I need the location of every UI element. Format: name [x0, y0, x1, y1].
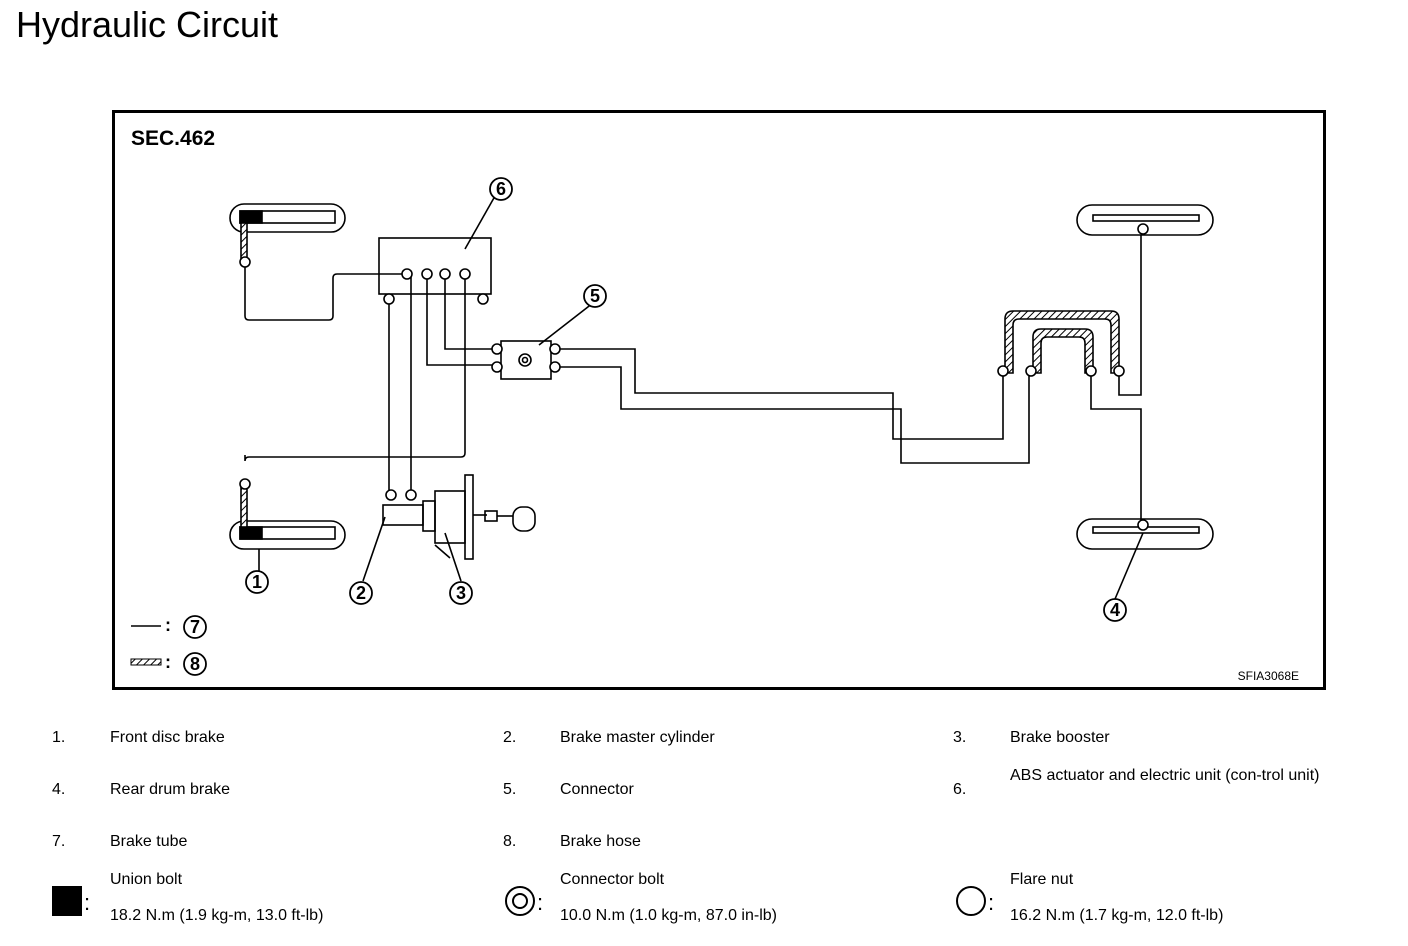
legend-num: 2.: [503, 729, 517, 746]
torque-specs: : Union bolt 18.2 N.m (1.9 kg-m, 13.0 ft…: [0, 0, 1408, 924]
front-left-disc-brake: [229, 203, 346, 233]
circle-icon: [956, 886, 986, 916]
page-title: Hydraulic Circuit: [16, 4, 279, 45]
legend-label: Rear drum brake: [110, 781, 231, 798]
callout-3: 3: [449, 581, 473, 605]
torque-value: 16.2 N.m (1.7 kg-m, 12.0 ft-lb): [1010, 907, 1224, 924]
legend-label: Brake tube: [110, 833, 188, 850]
key-brake-hose: : 8: [130, 652, 207, 676]
callout-4: 4: [1103, 598, 1127, 622]
legend-label: Brake booster: [1010, 729, 1110, 746]
svg-text:2: 2: [356, 583, 366, 603]
torque-value: 18.2 N.m (1.9 kg-m, 13.0 ft-lb): [110, 907, 324, 924]
callout-1: 1: [245, 570, 269, 594]
svg-text:1: 1: [252, 572, 262, 592]
svg-text:5: 5: [590, 286, 600, 306]
legend-num: 8.: [503, 833, 517, 850]
svg-text::: :: [165, 615, 171, 635]
figure-code: SFIA3068E: [1237, 669, 1299, 683]
legend-label: Brake hose: [560, 833, 641, 850]
connector-block: [500, 340, 552, 380]
callout-6: 6: [489, 177, 513, 201]
abs-actuator: [378, 237, 492, 295]
torque-name: Union bolt: [110, 871, 183, 888]
legend-num: 1.: [52, 729, 66, 746]
master-cylinder: [382, 504, 424, 526]
torque-value: 10.0 N.m (1.0 kg-m, 87.0 in-lb): [560, 907, 777, 924]
section-label: SEC.462: [131, 127, 216, 150]
front-right-disc-brake: [229, 520, 346, 550]
double-circle-icon: [505, 886, 535, 916]
key-brake-tube: : 7: [131, 615, 207, 639]
filled-square-icon: [52, 886, 82, 916]
callout-5: 5: [583, 284, 607, 308]
legend-num: 3.: [953, 729, 967, 746]
svg-text:4: 4: [1110, 600, 1120, 620]
torque-name: Flare nut: [1010, 871, 1074, 888]
legend-num: 7.: [52, 833, 66, 850]
circuit-drawing: 6 5 1 2 3 4: [130, 177, 1214, 676]
legend-num: 5.: [503, 781, 517, 798]
torque-name: Connector bolt: [560, 871, 665, 888]
legend-num: 4.: [52, 781, 66, 798]
svg-text:6: 6: [496, 179, 506, 199]
svg-text:7: 7: [190, 617, 200, 637]
svg-text:3: 3: [456, 583, 466, 603]
legend-label: Front disc brake: [110, 729, 225, 746]
front-left-brake-hose: [240, 222, 248, 260]
svg-text::: :: [165, 652, 171, 672]
front-right-brake-hose: [240, 486, 248, 528]
hydraulic-circuit-diagram: SEC.462 SFIA3068E: [112, 110, 1326, 690]
svg-text:8: 8: [190, 654, 200, 674]
callout-2: 2: [349, 581, 373, 605]
legend-label: Connector: [560, 781, 634, 798]
legend-num: 6.: [953, 781, 967, 798]
rear-left-drum-brake: [1076, 204, 1214, 236]
legend-label: ABS actuator and electric unit (con-trol…: [1010, 767, 1320, 784]
legend-label: Brake master cylinder: [560, 729, 715, 746]
